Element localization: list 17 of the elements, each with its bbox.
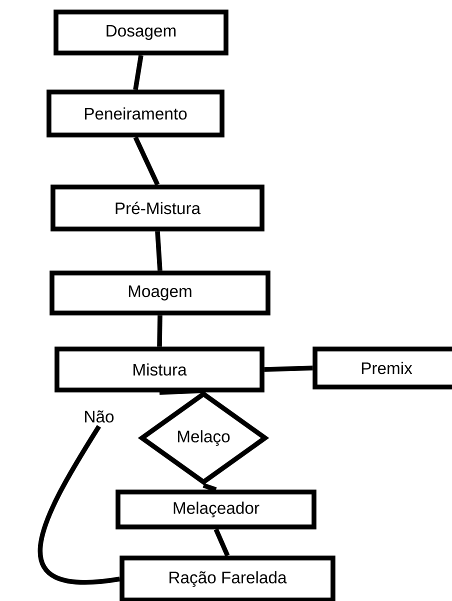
process-box: Melaçeador (116, 490, 316, 530)
connector-line (133, 136, 160, 186)
connector-line (157, 315, 162, 347)
process-box: Pré-Mistura (50, 184, 264, 232)
process-box: Ração Farelada (120, 556, 336, 601)
connector-line (202, 483, 217, 492)
connector-line (133, 55, 144, 90)
curved-line (38, 425, 120, 585)
connector-line (155, 231, 162, 271)
process-box: Moagem (50, 270, 270, 316)
connector-line (214, 528, 230, 557)
process-box: Dosagem (54, 10, 228, 56)
process-box: Peneiramento (46, 90, 224, 138)
connector-line (264, 366, 313, 372)
branch-label: Não (85, 410, 114, 423)
process-box: Mistura (54, 346, 264, 392)
process-box: Premix (312, 346, 452, 390)
